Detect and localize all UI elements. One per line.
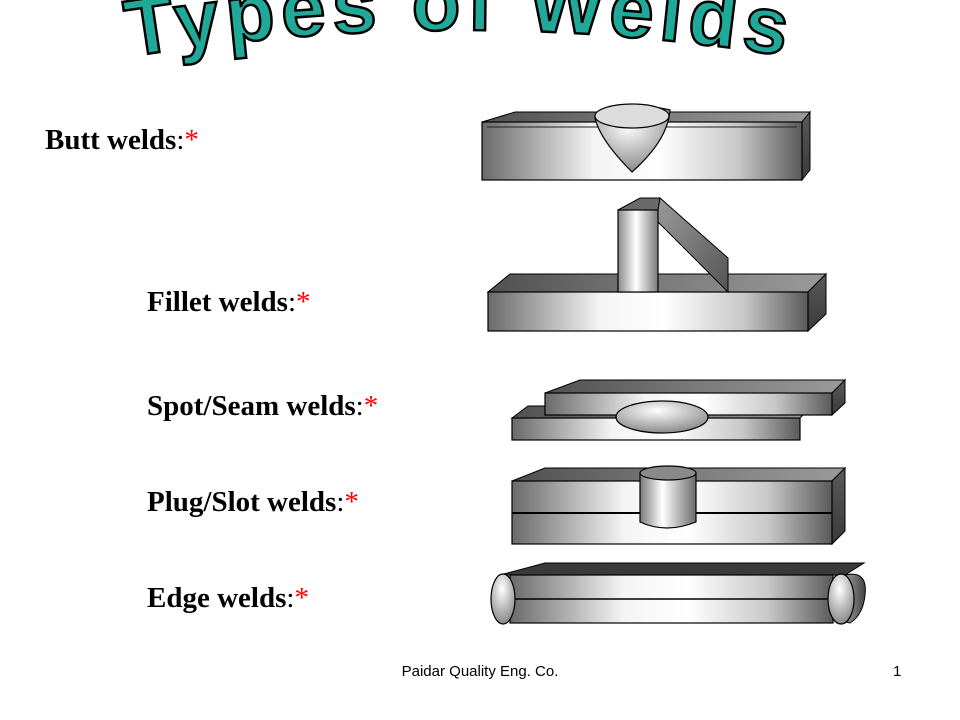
spot-seam-weld-illustration bbox=[510, 378, 847, 441]
plug-slot-weld-colon: : bbox=[336, 486, 345, 518]
butt-weld-label: Butt welds:* bbox=[45, 126, 199, 155]
fillet-weld-illustration bbox=[486, 197, 828, 333]
edge-weld-marker: * bbox=[294, 582, 309, 614]
plug-slot-weld-label: Plug/Slot welds:* bbox=[147, 488, 359, 517]
butt-weld-name: Butt welds bbox=[45, 124, 177, 156]
plug-slot-weld-marker: * bbox=[344, 486, 359, 518]
fillet-weld-label: Fillet welds:* bbox=[147, 288, 311, 317]
slide-title-art: Types of Welds bbox=[118, 0, 796, 75]
edge-weld-illustration bbox=[490, 562, 866, 625]
butt-weld-colon: : bbox=[176, 124, 185, 156]
spot-seam-weld-label: Spot/Seam welds:* bbox=[147, 392, 378, 421]
spot-seam-weld-marker: * bbox=[363, 390, 379, 422]
edge-weld-name: Edge welds bbox=[147, 582, 287, 614]
butt-weld-marker: * bbox=[184, 124, 199, 156]
slide-number: 1 bbox=[893, 663, 902, 680]
spot-seam-weld-name: Spot/Seam welds bbox=[147, 390, 356, 422]
edge-weld-label: Edge welds:* bbox=[147, 584, 309, 613]
fillet-weld-colon: : bbox=[287, 286, 297, 318]
edge-weld-colon: : bbox=[286, 582, 295, 614]
spot-seam-weld-colon: : bbox=[355, 390, 364, 422]
butt-weld-illustration bbox=[481, 103, 812, 182]
footer-company: Paidar Quality Eng. Co. bbox=[401, 663, 559, 680]
plug-slot-weld-name: Plug/Slot welds bbox=[147, 486, 337, 518]
fillet-weld-name: Fillet welds bbox=[147, 286, 288, 318]
fillet-weld-marker: * bbox=[296, 286, 311, 318]
plug-slot-weld-illustration bbox=[511, 465, 847, 546]
